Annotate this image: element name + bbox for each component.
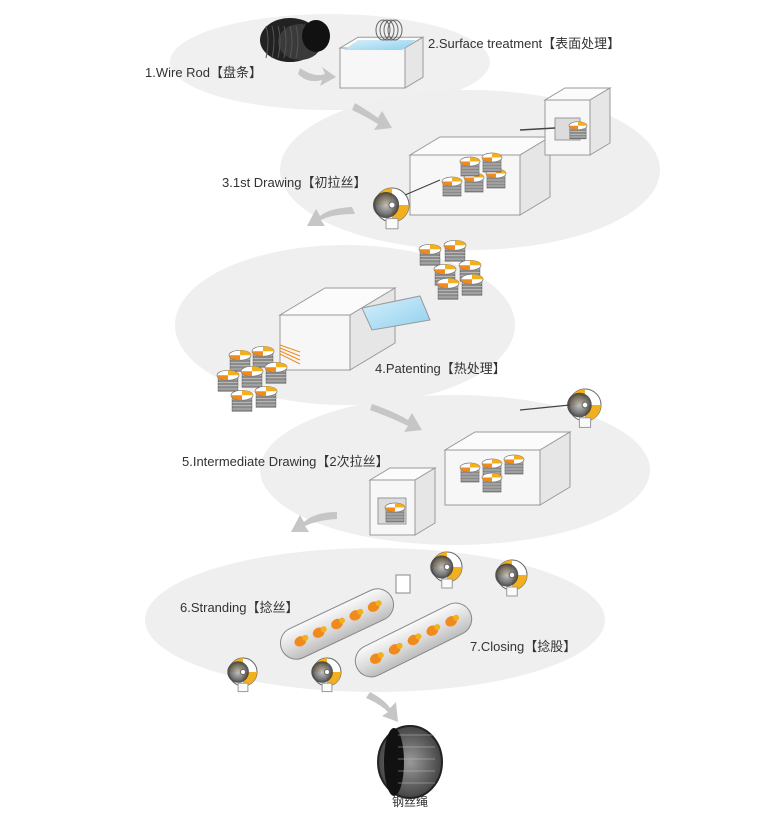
step-label-closing: 7.Closing【捻股】 [470, 639, 577, 654]
flow-arrows [291, 67, 422, 722]
step-label-wire-rod: 1.Wire Rod【盘条】 [145, 65, 263, 80]
step-label-surface-treatment: 2.Surface treatment【表面处理】 [428, 36, 621, 51]
intermediate-drawing-machine [368, 388, 602, 536]
surface-treatment-tank [338, 19, 425, 89]
wire-rod-coils [260, 18, 330, 62]
wire-rope-product [377, 725, 443, 799]
step-label-intermediate-drawing: 5.Intermediate Drawing【2次拉丝】 [182, 454, 389, 469]
step-label-stranding: 6.Stranding【捻丝】 [180, 600, 299, 615]
process-machines [216, 18, 612, 799]
first-drawing-machine [372, 87, 612, 230]
patenting-furnace [216, 239, 484, 412]
step-label-first-drawing: 3.1st Drawing【初拉丝】 [222, 175, 367, 190]
stranding-closing-machines [227, 551, 528, 693]
step-label-patenting: 4.Patenting【热处理】 [375, 361, 506, 376]
product-label-wire-rope: 钢丝绳 [392, 795, 429, 809]
